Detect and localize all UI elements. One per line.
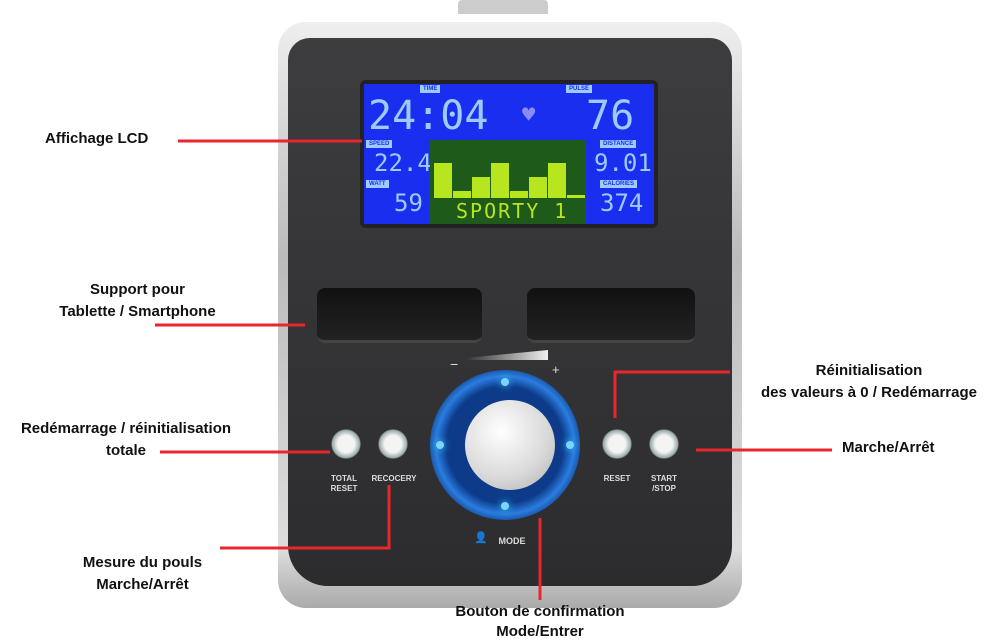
distance-tag: DISTANCE (600, 140, 637, 148)
level-indicator (466, 350, 548, 360)
reset-label: RESET (603, 474, 631, 483)
callout-reset-line1: Réinitialisation (815, 362, 923, 379)
program-bar (472, 177, 490, 198)
pulse-tag: PULSE (566, 85, 593, 93)
plus-sign: + (552, 362, 560, 377)
callout-knob-line2: Mode/Entrer (496, 623, 584, 640)
program-bar (548, 163, 566, 198)
speed-value: 22.4 (374, 149, 432, 177)
callout-total-reset-line2: totale (105, 442, 146, 459)
start-stop-label: START /STOP (650, 474, 678, 493)
callout-start-stop: Marche/Arrêt (842, 439, 935, 456)
pulse-value: 76 (586, 93, 635, 139)
led-icon (436, 441, 444, 449)
calories-value: 374 (600, 189, 644, 217)
program-bar (453, 191, 471, 198)
mode-enter-knob[interactable] (465, 400, 555, 490)
led-icon (566, 441, 574, 449)
time-tag: TIME (420, 85, 441, 93)
total-reset-button[interactable] (331, 429, 361, 459)
callout-reset-line2: des valeurs à 0 / Redémarrage (761, 384, 977, 401)
callout-holder-line1: Support pour (90, 281, 185, 298)
program-bar (434, 163, 452, 198)
callout-total-reset-line1: Redémarrage / réinitialisation (20, 420, 232, 437)
mode-label: MODE (498, 536, 526, 546)
dot-matrix-display: SPORTY 1 (430, 140, 586, 224)
program-name: SPORTY 1 (456, 199, 569, 223)
led-icon (501, 502, 509, 510)
recovery-button[interactable] (378, 429, 408, 459)
speed-tag: SPEED (366, 140, 393, 148)
watt-value: 59 (394, 189, 423, 217)
program-bar (567, 194, 585, 198)
tablet-holder-left (317, 288, 482, 343)
minus-sign: − (450, 356, 459, 372)
start-stop-button[interactable] (649, 429, 679, 459)
callout-reset: Réinitialisation des valeurs à 0 / Redéma… (738, 360, 1000, 404)
calories-tag: CALORIES (600, 180, 638, 188)
callout-line-reset (613, 370, 730, 418)
reset-button[interactable] (602, 429, 632, 459)
user-icon: 👤 (474, 532, 488, 544)
callout-pulse-line1: Mesure du pouls (82, 554, 203, 571)
callout-knob-line1: Bouton de confirmation (455, 603, 625, 620)
program-bar (529, 177, 547, 198)
led-icon (501, 378, 509, 386)
console-top-cap (458, 0, 548, 14)
program-bar (510, 191, 528, 198)
heart-icon: ♥ (522, 103, 536, 128)
callout-lcd: Affichage LCD (45, 130, 149, 147)
watt-tag: WATT (366, 180, 389, 188)
distance-value: 9.01 (594, 149, 652, 177)
total-reset-label: TOTAL RESET (330, 474, 358, 493)
program-bar (491, 163, 509, 198)
callout-total-reset: Redémarrage / réinitialisation totale (0, 418, 252, 462)
tablet-holder-right (527, 288, 695, 343)
callout-line-recovery (220, 485, 391, 550)
callout-holder-line2: Tablette / Smartphone (59, 303, 216, 320)
time-value: 24:04 (368, 93, 489, 139)
callout-pulse-line2: Marche/Arrêt (96, 576, 189, 593)
recovery-label: RECOCERY (371, 474, 417, 483)
